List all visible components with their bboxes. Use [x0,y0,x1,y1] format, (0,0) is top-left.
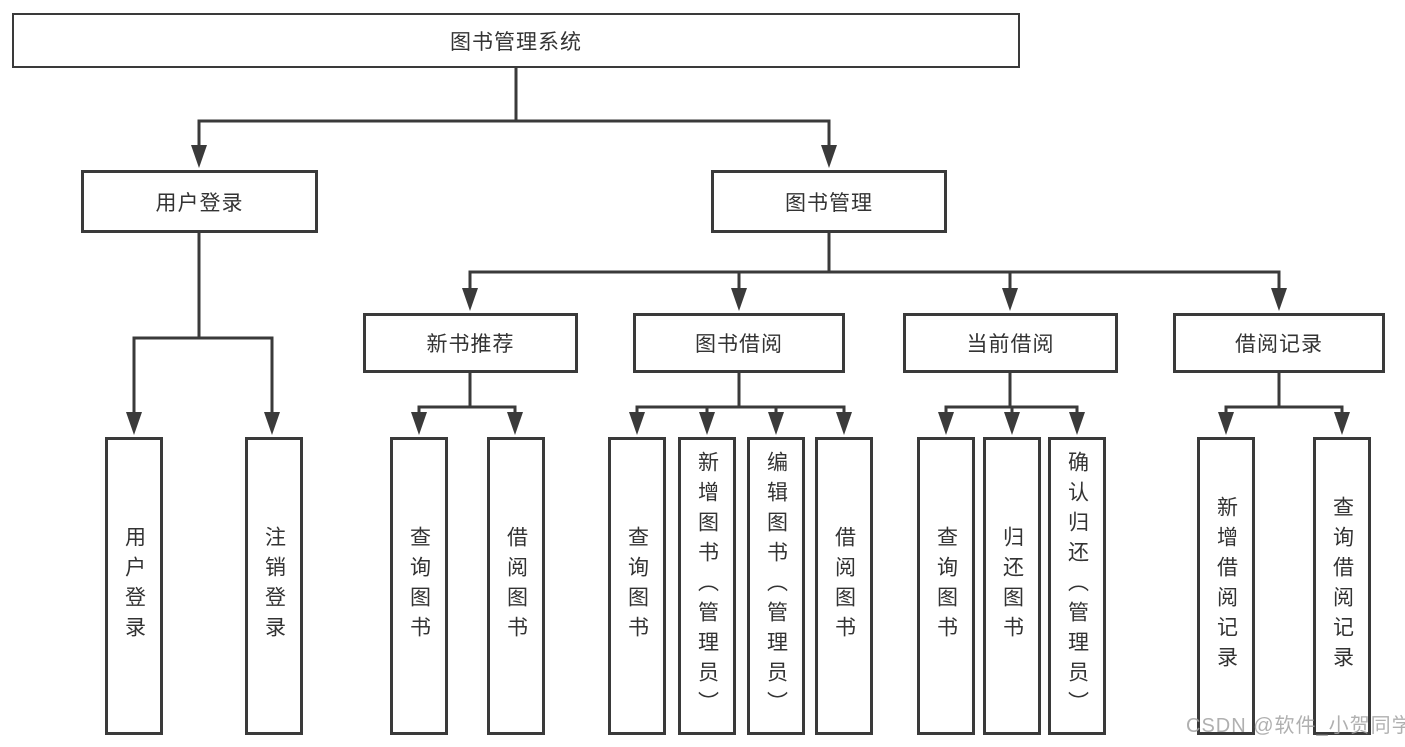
node-label: 当前借阅 [966,333,1055,356]
node-book-management-system: 图书管理系统 [12,13,1020,68]
leaf-label: 查询图书 [625,526,649,646]
node-user-login: 用户登录 [81,170,318,233]
node-borrowing-records: 借阅记录 [1173,313,1385,373]
leaf-recommend-borrow-books: 借阅图书 [487,437,545,735]
leaf-label: 借阅图书 [504,526,528,646]
node-book-management: 图书管理 [711,170,947,233]
node-new-book-recommendation: 新书推荐 [363,313,578,373]
arrowheads [126,145,1350,435]
leaf-logout: 注销登录 [245,437,303,735]
leaf-borrowing-edit-books-admin: 编辑图书（管理员） [747,437,805,735]
leaf-label: 归还图书 [1000,526,1024,646]
leaf-label: 借阅图书 [832,526,856,646]
leaf-label: 确认归还（管理员） [1065,451,1089,721]
leaf-label: 编辑图书（管理员） [764,451,788,721]
leaf-label: 新增借阅记录 [1214,496,1238,676]
leaf-borrowing-borrow-books: 借阅图书 [815,437,873,735]
node-book-borrowing: 图书借阅 [633,313,845,373]
leaf-records-query-borrow-record: 查询借阅记录 [1313,437,1371,735]
node-current-borrowing: 当前借阅 [903,313,1118,373]
node-label: 图书借阅 [695,333,783,356]
node-label: 新书推荐 [426,333,515,356]
leaf-recommend-query-books: 查询图书 [390,437,448,735]
leaf-label: 注销登录 [262,526,286,646]
csdn-watermark: CSDN @软件_小贺同学 [1186,715,1405,737]
leaf-user-login: 用户登录 [105,437,163,735]
leaf-borrowing-query-books: 查询图书 [608,437,666,735]
leaf-label: 查询图书 [934,526,958,646]
leaf-label: 用户登录 [122,526,146,646]
node-label: 图书管理系统 [450,30,582,54]
leaf-current-return-books: 归还图书 [983,437,1041,735]
leaf-borrowing-add-books-admin: 新增图书（管理员） [678,437,736,735]
leaf-current-confirm-return-admin: 确认归还（管理员） [1048,437,1106,735]
leaf-label: 查询图书 [407,526,431,646]
tree-branch-lines [132,68,1344,415]
node-label: 用户登录 [155,191,244,215]
node-label: 借阅记录 [1235,333,1323,356]
node-label: 图书管理 [785,191,873,215]
leaf-label: 新增图书（管理员） [695,451,719,721]
leaf-records-add-borrow-record: 新增借阅记录 [1197,437,1255,735]
leaf-label: 查询借阅记录 [1330,496,1354,676]
leaf-current-query-books: 查询图书 [917,437,975,735]
